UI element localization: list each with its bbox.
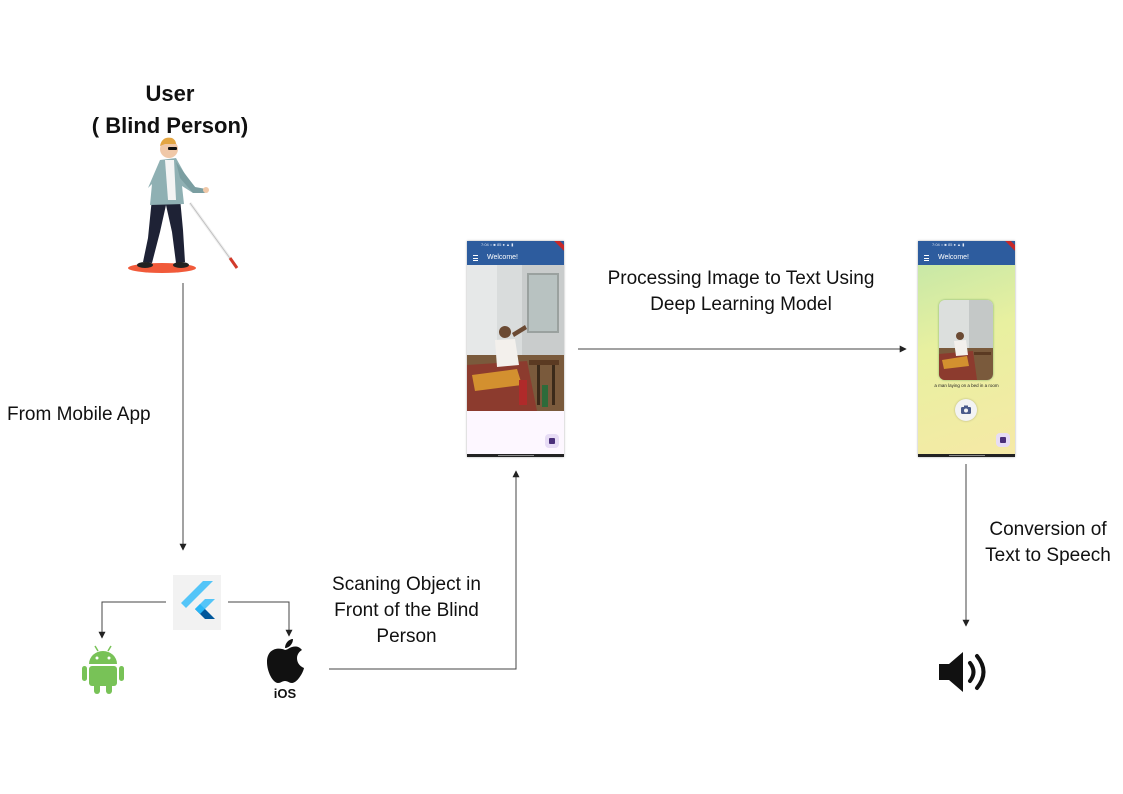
- user-title-line1: User: [145, 81, 195, 106]
- menu-icon: [924, 255, 929, 261]
- scanning-line1: Scaning Object in: [332, 574, 481, 595]
- figure-legs: [143, 198, 185, 263]
- result-phone-statusbar: 7:04 ○ ■ 85 ● ▲ ▮: [932, 242, 965, 247]
- processing-line1: Processing Image to Text Using: [607, 268, 875, 289]
- result-phone-appbar: 7:04 ○ ■ 85 ● ▲ ▮ Welcome!: [918, 241, 1015, 265]
- android-logo-svg: [82, 645, 124, 694]
- user-title-line2: ( Blind Person): [91, 113, 249, 138]
- scan-phone-homebar: [467, 454, 564, 457]
- shoe-left: [137, 262, 153, 268]
- figure-arm: [176, 162, 206, 193]
- cane-outline: [189, 202, 238, 269]
- cane-tip: [228, 257, 239, 269]
- speaker-volume-icon: [937, 648, 997, 698]
- label-conversion: Conversion of Text to Speech: [973, 517, 1123, 569]
- arrow-flutter-to-ios: [228, 601, 293, 637]
- flutter-logo-svg: [181, 581, 215, 619]
- scan-phone-app-title: Welcome!: [487, 254, 518, 261]
- apple-logo-svg: [267, 639, 304, 683]
- arrow-ios-to-scan-phone: [329, 470, 520, 670]
- result-phone-screenshot: 7:04 ○ ■ 85 ● ▲ ▮ Welcome! a man laying …: [918, 241, 1015, 457]
- scanning-line3: Person: [376, 626, 437, 647]
- android-logo-icon: [82, 644, 124, 694]
- apple-logo-icon: [263, 638, 307, 688]
- scanning-line2: Front of the Blind: [334, 600, 479, 621]
- processing-line2: Deep Learning Model: [650, 294, 832, 315]
- figure-hand: [203, 187, 209, 193]
- camera-preview-photo: [467, 265, 564, 411]
- scan-phone-statusbar: 7:04 ○ ■ 85 ● ▲ ▮: [481, 242, 514, 247]
- label-processing: Processing Image to Text Using Deep Lear…: [586, 266, 896, 318]
- ios-label: iOS: [273, 686, 297, 701]
- camera-icon: [961, 405, 971, 414]
- arrow-flutter-to-android: [98, 601, 166, 639]
- captured-photo: [939, 300, 993, 380]
- result-phone-homebar: [918, 454, 1015, 457]
- figure-sunglasses: [168, 147, 177, 150]
- flutter-logo-icon: [173, 575, 221, 630]
- conversion-line2: Text to Speech: [985, 545, 1111, 566]
- scan-phone-capture-button[interactable]: [545, 434, 559, 448]
- shoe-right: [173, 262, 189, 268]
- result-phone-captured-image: [939, 300, 993, 380]
- user-title: User ( Blind Person): [70, 78, 270, 142]
- label-from-mobile-app: From Mobile App: [7, 404, 151, 425]
- result-caption: a man laying on a bed in a room: [934, 383, 999, 388]
- conversion-line1: Conversion of: [989, 519, 1107, 540]
- camera-button[interactable]: [955, 399, 977, 421]
- label-scanning-object: Scaning Object in Front of the Blind Per…: [300, 572, 513, 650]
- figure-shirt: [165, 160, 176, 200]
- speaker-svg: [939, 652, 986, 692]
- menu-icon: [473, 255, 478, 261]
- scan-phone-appbar: 7:04 ○ ■ 85 ● ▲ ▮ Welcome!: [467, 241, 564, 265]
- figure-hair: [160, 137, 176, 146]
- scan-phone-camera-view: [467, 265, 564, 411]
- result-phone-app-title: Welcome!: [938, 254, 969, 261]
- result-phone-fab[interactable]: [996, 433, 1010, 447]
- scan-phone-screenshot: 7:04 ○ ■ 85 ● ▲ ▮ Welcome!: [467, 241, 564, 457]
